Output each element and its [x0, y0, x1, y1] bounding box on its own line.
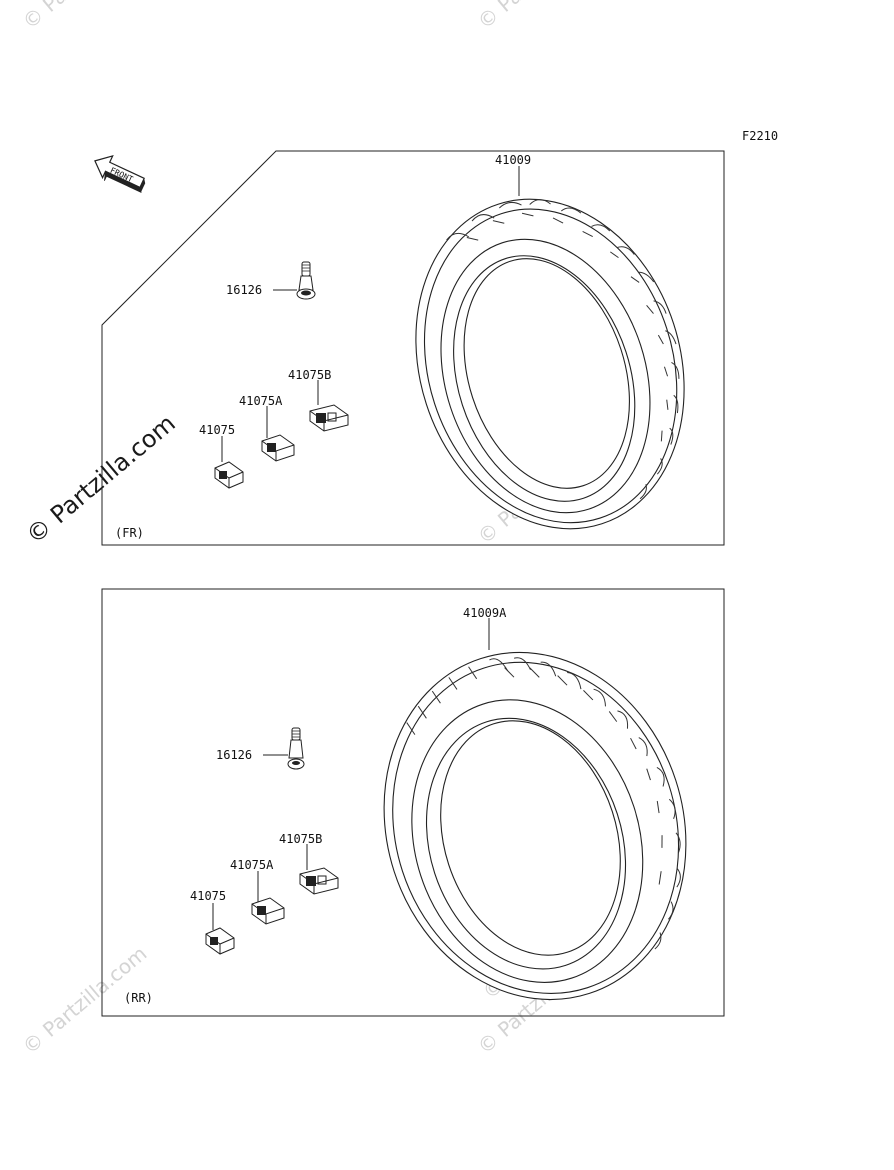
- front-weight-a-icon: [261, 434, 295, 462]
- watermark-text: © Partzilla.com: [473, 0, 607, 34]
- label-rear-weight-b: 41075B: [279, 832, 322, 846]
- front-arrow-icon: FRONT: [94, 154, 146, 193]
- label-front-weight-b: 41075B: [288, 368, 331, 382]
- front-tire-tread: [446, 199, 680, 500]
- label-front-weight: 41075: [199, 423, 235, 437]
- partzilla-watermark: © Partzilla.com: [21, 409, 181, 549]
- label-front-tire: 41009: [495, 153, 531, 167]
- label-rear-valve: 16126: [216, 748, 252, 762]
- rear-valve-icon: [287, 727, 305, 770]
- rear-weight-b-icon: [299, 867, 339, 895]
- label-rear-weight-a: 41075A: [230, 858, 274, 872]
- rear-tire: [383, 651, 687, 1001]
- label-front-valve: 16126: [226, 283, 262, 297]
- front-tire: [415, 198, 685, 530]
- figure-code: F2210: [742, 129, 778, 143]
- rear-weight-a-icon: [251, 897, 285, 925]
- watermark-text: © Partzilla.com: [18, 0, 152, 34]
- front-weight-b-icon: [309, 404, 349, 432]
- front-weight-icon: [214, 461, 244, 489]
- rear-weight-icon: [205, 927, 235, 955]
- front-valve-icon: [296, 261, 316, 300]
- front-section-tag: (FR): [115, 526, 144, 540]
- rear-tire-tread: [406, 657, 681, 950]
- rear-section-frame: [101, 588, 725, 1017]
- label-rear-tire: 41009A: [463, 606, 507, 620]
- rear-section: 41009A 16126 41075B 41075A: [101, 588, 725, 1017]
- front-section: 41009 16126 41075B 41075A: [101, 150, 725, 546]
- label-front-weight-a: 41075A: [239, 394, 283, 408]
- front-section-frame: [101, 150, 725, 546]
- label-rear-weight: 41075: [190, 889, 226, 903]
- rear-section-tag: (RR): [124, 991, 153, 1005]
